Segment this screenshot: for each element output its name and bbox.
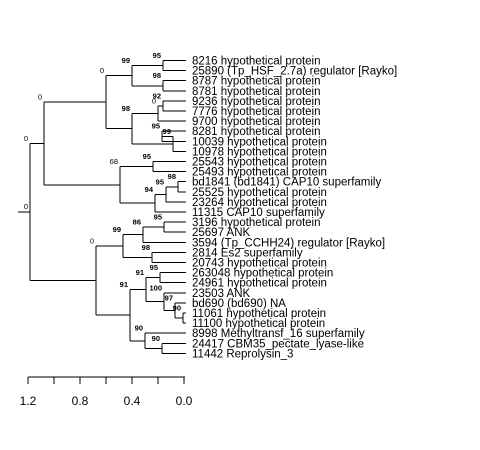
leaf-label: 8781 hypothetical protein — [192, 86, 321, 98]
distance-axis: 1.2 0.8 0.4 0.0 — [20, 376, 193, 408]
bootstrap-value: 95 — [150, 263, 158, 272]
bootstrap-value: 86 — [133, 218, 141, 227]
leaf-label: 9236 hypothetical protein — [192, 96, 321, 108]
leaf-label: 9700 hypothetical protein — [192, 116, 321, 128]
leaf-label: 11100 hypothetical protein — [192, 318, 325, 330]
bootstrap-value: 0 — [100, 66, 104, 75]
leaf-label: 25493 hypothetical protein — [192, 167, 327, 179]
leaf-label: 25890 (Tp_HSF_2.7a) regulator [Rayko] — [192, 66, 397, 78]
bootstrap-value: 92 — [153, 91, 161, 100]
bootstrap-value: 100 — [149, 283, 162, 292]
leaf-label: 263048 hypothetical protein — [192, 268, 333, 280]
leaf-label: bd690 (bd690) NA — [192, 298, 286, 310]
axis-tick-label: 0.8 — [72, 394, 89, 408]
bootstrap-value: 0 — [38, 93, 42, 102]
bootstrap-value: 91 — [136, 268, 144, 277]
leaf-label: 8281 hypothetical protein — [192, 126, 321, 138]
leaf-label: 10978 hypothetical protein — [192, 146, 327, 158]
bootstrap-value: 98 — [122, 104, 130, 113]
tree-branches — [18, 60, 186, 354]
axis-tick-label: 1.2 — [20, 394, 37, 408]
leaf-label: bd1841 (bd1841) CAP10 superfamily — [192, 177, 381, 189]
leaf-label: 11315 CAP10 superfamily — [192, 207, 325, 219]
bootstrap-value: 98 — [153, 71, 161, 80]
bootstrap-value: 95 — [143, 152, 151, 161]
bootstrap-value: 97 — [165, 293, 173, 302]
leaf-label: 10039 hypothetical protein — [192, 136, 327, 148]
leaf-label: 23264 hypothetical protein — [192, 197, 327, 209]
bootstrap-value: 95 — [154, 213, 162, 222]
leaf-label: 23503 ANK — [192, 288, 251, 300]
bootstrap-value: 91 — [120, 280, 128, 289]
leaf-label: 3594 (Tp_CCHH24) regulator [Rayko] — [192, 237, 385, 249]
bootstrap-value: 95 — [153, 51, 161, 60]
leaf-label: 3196 hypothetical protein — [192, 217, 321, 229]
bootstrap-value: 90 — [152, 334, 160, 343]
leaf-label: 11442 Reprolysin_3 — [192, 348, 293, 360]
bootstrap-value: 99 — [113, 225, 121, 234]
bootstrap-labels: 9598999209599980959895946809586989995909… — [24, 51, 181, 343]
leaf-label: 25543 hypothetical protein — [192, 157, 327, 169]
leaf-label: 8998 Methyltransf_16 superfamily — [192, 328, 365, 340]
leaf-label: 11061 hypothetical protein — [192, 308, 326, 320]
bootstrap-value: 90 — [173, 304, 181, 313]
bootstrap-value: 94 — [145, 185, 154, 194]
bootstrap-value: 98 — [142, 243, 150, 252]
leaf-label: 24961 hypothetical protein — [192, 278, 327, 290]
bootstrap-value: 0 — [152, 96, 156, 105]
leaf-label: 2814 Es2 superfamily — [192, 247, 303, 259]
leaf-label: 20743 hypothetical protein — [192, 258, 327, 270]
bootstrap-value: 90 — [135, 324, 143, 333]
leaf-label: 24417 CBM35_pectate_lyase-like — [192, 338, 364, 350]
bootstrap-value: 99 — [122, 56, 130, 65]
axis-tick-label: 0.0 — [176, 394, 193, 408]
leaf-label: 7776 hypothetical protein — [192, 106, 321, 118]
bootstrap-value: 95 — [152, 122, 160, 131]
bootstrap-value: 0 — [24, 202, 28, 211]
leaf-label: 25697 ANK — [192, 227, 251, 239]
leaf-label: 8787 hypothetical protein — [192, 76, 321, 88]
bootstrap-value: 0 — [24, 134, 28, 143]
leaf-label: 8216 hypothetical protein — [192, 56, 321, 68]
axis-tick-label: 0.4 — [124, 394, 141, 408]
leaf-label: 25525 hypothetical protein — [192, 187, 327, 199]
bootstrap-value: 99 — [163, 127, 171, 136]
bootstrap-value: 98 — [168, 172, 176, 181]
axis-ticks — [27, 377, 185, 384]
bootstrap-value: 95 — [156, 177, 164, 186]
bootstrap-value: 68 — [110, 157, 118, 166]
bootstrap-value: 0 — [90, 237, 94, 246]
